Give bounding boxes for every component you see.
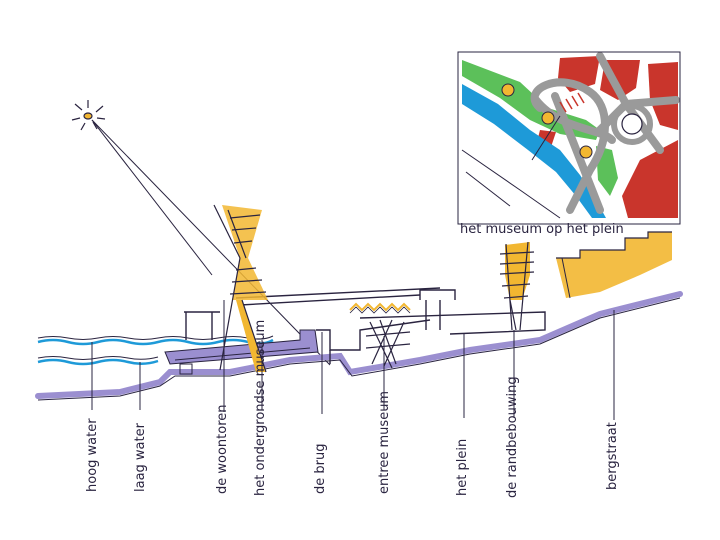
label-ondergrondse-museum: het ondergrondse museum bbox=[253, 320, 268, 496]
entrance-hatch bbox=[365, 319, 411, 369]
canopy-zigzag bbox=[349, 302, 411, 312]
bergstraat-buildings bbox=[556, 231, 672, 299]
label-plein: het plein bbox=[455, 439, 470, 496]
label-randbebouwing: de randbebouwing bbox=[505, 376, 520, 498]
water-lines bbox=[37, 338, 274, 366]
label-woontoren: de woontoren bbox=[215, 404, 230, 494]
leader-lines bbox=[91, 300, 615, 420]
randbebouwing-building bbox=[499, 241, 535, 331]
woontoren-tower bbox=[213, 204, 268, 373]
section-structure bbox=[184, 287, 546, 364]
canopy-zigzag-ink bbox=[349, 306, 411, 314]
label-hoog-water: hoog water bbox=[85, 418, 100, 492]
water-outline-lines bbox=[37, 335, 274, 360]
label-laag-water: laag water bbox=[133, 422, 148, 492]
label-bergstraat: bergstraat bbox=[605, 422, 620, 490]
ground-line bbox=[35, 291, 683, 399]
label-brug: de brug bbox=[313, 444, 328, 494]
inset-map: het museum op het plein bbox=[457, 51, 681, 237]
sun-ray-lines bbox=[91, 119, 331, 366]
labels: hoog water laag water de woontoren het o… bbox=[85, 320, 620, 498]
inset-caption: het museum op het plein bbox=[460, 222, 624, 237]
label-entree-museum: entree museum bbox=[377, 391, 392, 494]
sun-icon bbox=[71, 100, 106, 131]
underground-museum bbox=[164, 329, 319, 375]
ground-outline bbox=[37, 297, 681, 401]
